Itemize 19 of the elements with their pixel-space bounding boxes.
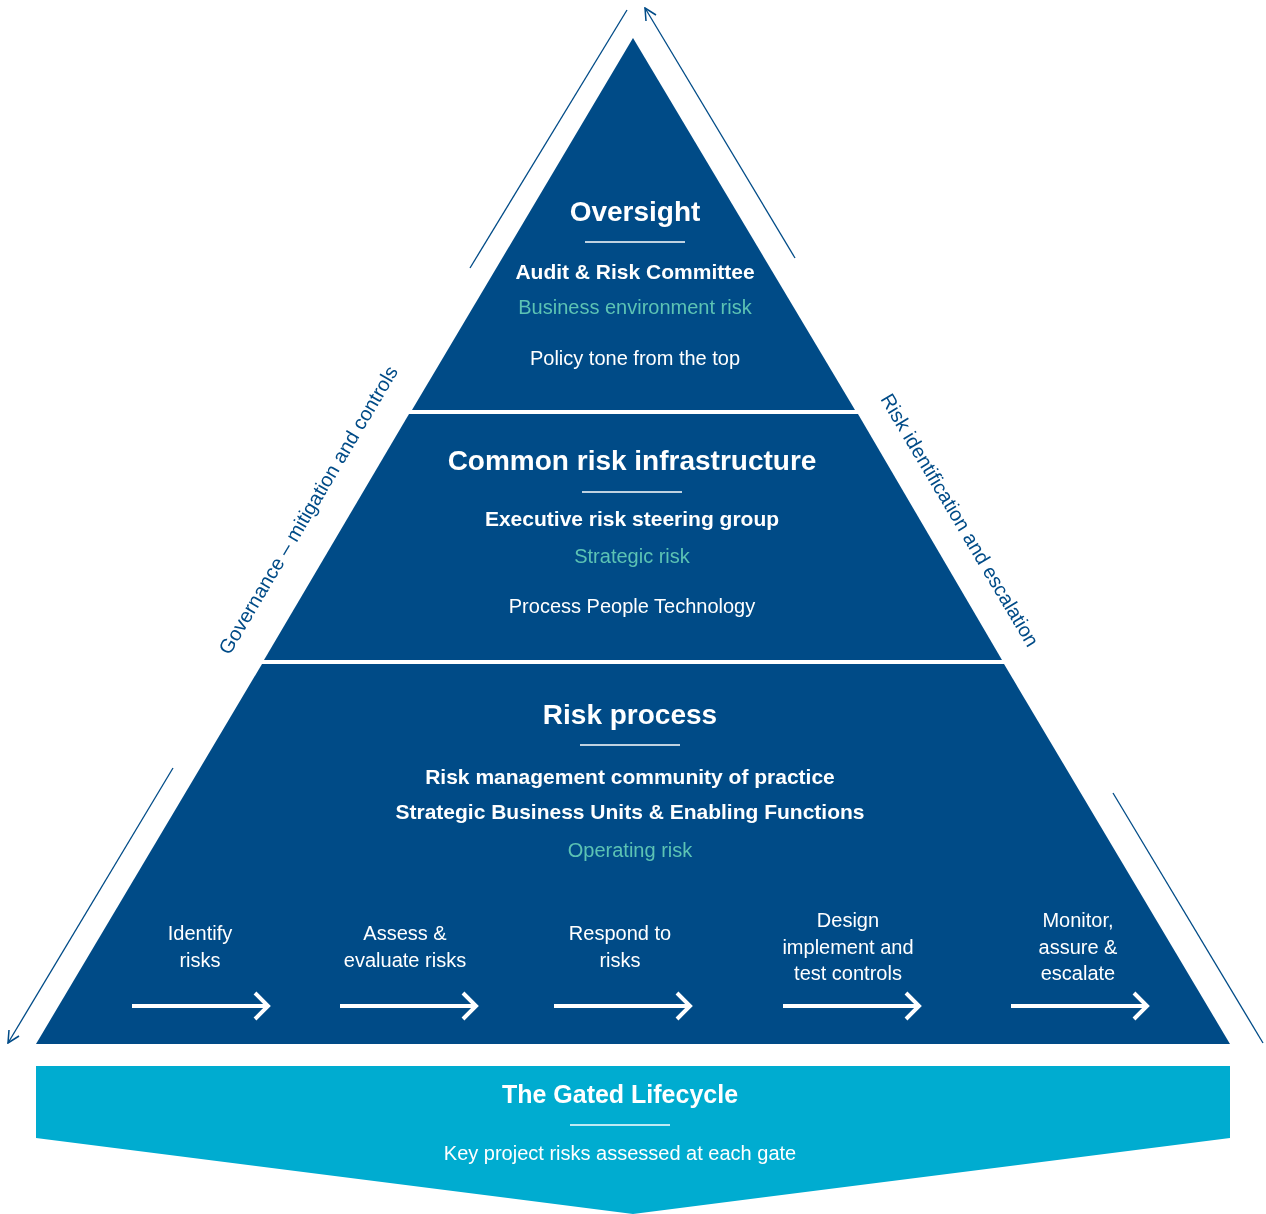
group-name: Executive risk steering group bbox=[484, 506, 780, 532]
description-text: Process People Technology bbox=[508, 594, 756, 619]
process-step: Design implement and test controls bbox=[768, 907, 928, 987]
group-name: Risk management community of practice bbox=[425, 764, 835, 790]
process-step: Respond to risks bbox=[560, 920, 680, 973]
risk-type: Business environment risk bbox=[518, 295, 752, 320]
description-text: Policy tone from the top bbox=[529, 346, 741, 371]
process-step: Assess & evaluate risks bbox=[332, 920, 478, 973]
risk-type: Operating risk bbox=[567, 838, 693, 863]
risk-type: Strategic risk bbox=[574, 544, 690, 569]
process-step: Identify risks bbox=[145, 920, 255, 973]
tier-heading: Risk process bbox=[542, 699, 718, 731]
tier-heading: Oversight bbox=[569, 196, 701, 228]
group-name: Audit & Risk Committee bbox=[515, 259, 755, 285]
tier-heading: Common risk infrastructure bbox=[447, 445, 817, 477]
description-text: Key project risks assessed at each gate bbox=[443, 1141, 797, 1166]
process-step: Monitor, assure & escalate bbox=[1018, 907, 1138, 987]
band-heading: The Gated Lifecycle bbox=[501, 1079, 739, 1110]
group-name: Strategic Business Units & Enabling Functions bbox=[395, 799, 865, 825]
